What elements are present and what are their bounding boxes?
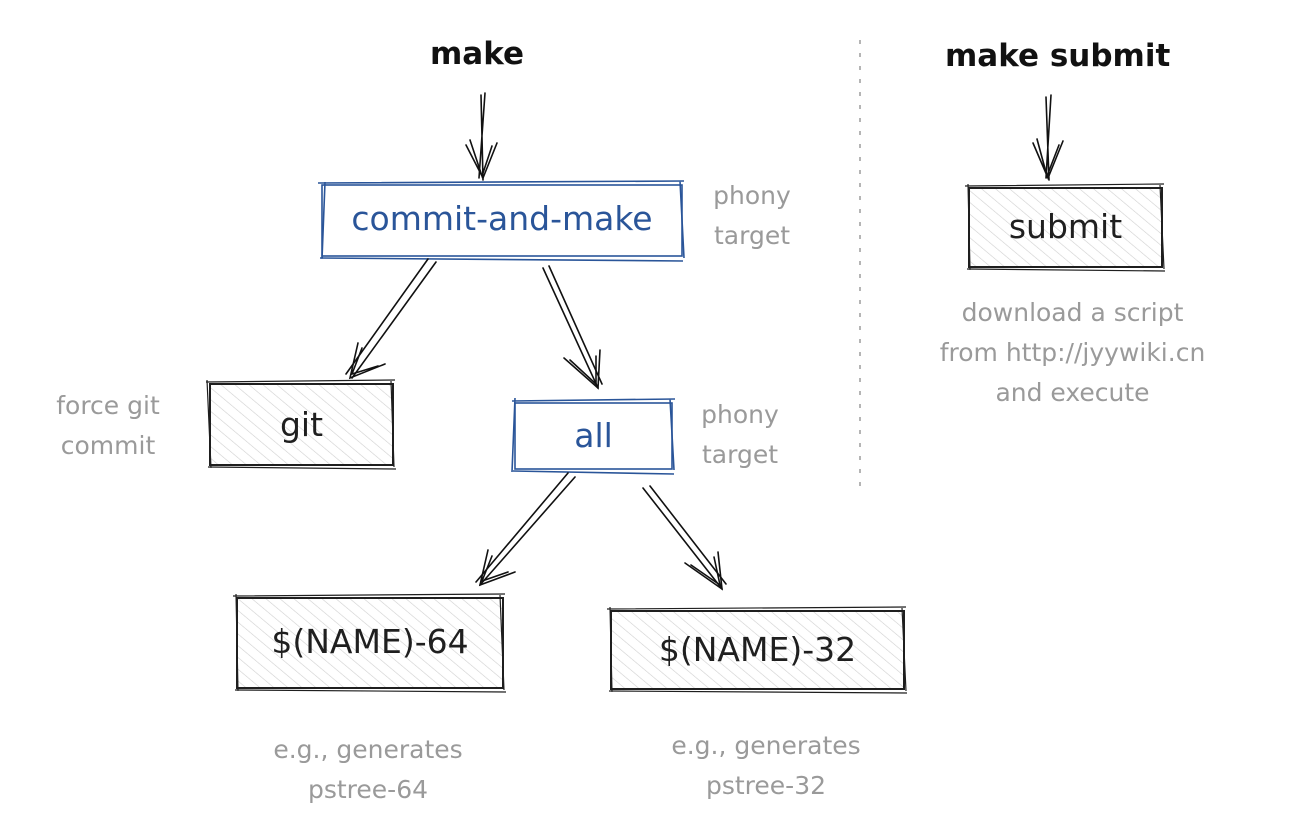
git-label: git — [279, 405, 324, 444]
make-submit-command-label: make submit — [945, 38, 1171, 74]
name64-node — [232, 593, 507, 693]
commit-and-make-node — [317, 180, 685, 262]
submit-description-note: download a script from http://jyywiki.cn… — [939, 298, 1206, 407]
phony-target-note-1: phony target — [713, 181, 791, 250]
make-command-label: make — [430, 36, 525, 72]
arrow-commit-to-all — [542, 265, 603, 390]
name64-label: $(NAME)-64 — [271, 622, 469, 661]
generates-32-note: e.g., generates pstree-32 — [671, 731, 861, 800]
generates-64-note: e.g., generates pstree-64 — [273, 735, 463, 804]
phony-target-note-2: phony target — [701, 400, 779, 469]
name32-label: $(NAME)-32 — [658, 630, 857, 669]
force-git-commit-note: force git commit — [56, 391, 160, 460]
git-node — [205, 379, 397, 470]
commit-and-make-label: commit-and-make — [351, 199, 653, 238]
submit-node — [964, 183, 1166, 272]
submit-label: submit — [1008, 207, 1123, 246]
arrow-make-to-commit — [465, 92, 498, 181]
all-label: all — [574, 416, 613, 455]
arrow-commit-to-git — [345, 258, 437, 380]
arrow-all-to-name32 — [642, 485, 727, 591]
arrow-all-to-name64 — [475, 472, 576, 587]
name32-node — [606, 606, 908, 694]
all-node — [511, 397, 676, 475]
arrow-submit-cmd-to-submit — [1032, 94, 1064, 181]
